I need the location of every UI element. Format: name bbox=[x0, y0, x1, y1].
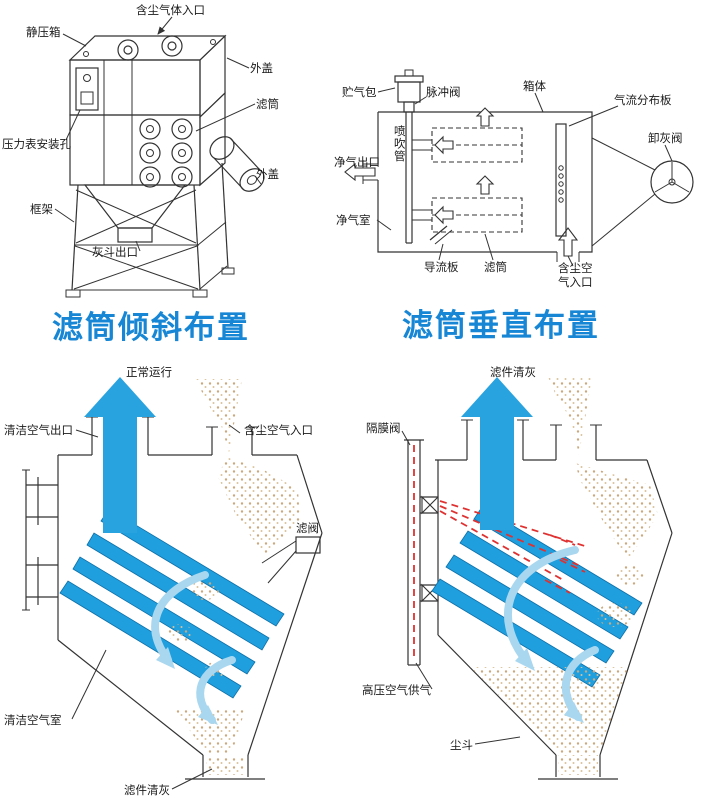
clean-air-up-arrow bbox=[461, 377, 533, 530]
label-ash-discharge-valve: 卸灰阀 bbox=[648, 131, 683, 145]
filter-bars bbox=[59, 508, 285, 699]
label-guide-plate: 导流板 bbox=[424, 260, 459, 274]
vertical-schematic-drawing bbox=[344, 69, 694, 267]
ash-discharge-valve bbox=[591, 137, 694, 247]
clean-air-ports bbox=[22, 469, 58, 611]
leader-lines bbox=[54, 16, 262, 252]
label-cleaning-title: 滤件清灰 bbox=[490, 365, 536, 379]
airflow-distribution-plate bbox=[555, 123, 567, 237]
section-title-vertical: 滤筒垂直布置 bbox=[402, 308, 600, 344]
label-air-reservoir: 贮气包 bbox=[342, 85, 377, 99]
dust-stream-inlet bbox=[548, 377, 592, 455]
vessel-outline bbox=[57, 416, 323, 780]
dust-spread bbox=[218, 457, 300, 555]
inclined-machine-drawing bbox=[54, 16, 265, 298]
label-diaphragm-valve: 隔膜阀 bbox=[366, 421, 401, 435]
section-title-inclined: 滤筒倾斜布置 bbox=[52, 310, 250, 346]
label-ash-hopper-outlet: 灰斗出口 bbox=[92, 245, 138, 259]
leader-lines bbox=[71, 424, 241, 790]
label-housing: 箱体 bbox=[523, 79, 546, 93]
dust-stream-inlet bbox=[196, 379, 242, 453]
label-airflow-distribution-plate: 气流分布板 bbox=[614, 93, 672, 107]
flow-arrows bbox=[344, 107, 579, 257]
label-clean-air-chamber-v: 净气室 bbox=[336, 213, 371, 227]
label-outer-cover-top: 外盖 bbox=[250, 61, 273, 75]
label-normal-operation-title: 正常运行 bbox=[126, 365, 172, 379]
label-dust-air-inlet-n: 含尘空气入口 bbox=[244, 423, 313, 437]
protruding-cartridge bbox=[209, 136, 265, 192]
filter-bars bbox=[431, 506, 643, 688]
filter-cartridges bbox=[431, 127, 523, 233]
label-filter-cleaning-bottom: 滤件清灰 bbox=[124, 783, 170, 797]
label-outer-cover-side: 外盖 bbox=[256, 167, 279, 181]
guide-plate bbox=[429, 225, 453, 245]
blow-pipe bbox=[405, 112, 432, 244]
label-clean-air-outlet-n: 清洁空气出口 bbox=[4, 423, 73, 437]
label-static-pressure-box: 静压箱 bbox=[26, 25, 61, 39]
label-filter-valve: 滤阀 bbox=[296, 521, 319, 535]
vessel-outline bbox=[435, 419, 673, 780]
cartridge-grid bbox=[139, 118, 193, 188]
leader-lines bbox=[376, 87, 673, 267]
label-dust-gas-inlet: 含尘气体入口 bbox=[136, 3, 205, 17]
label-pulse-valve: 脉冲阀 bbox=[426, 85, 461, 99]
label-blow-pipe: 喷吹管 bbox=[392, 125, 407, 163]
recirculation-arrows bbox=[151, 571, 236, 725]
label-frame: 框架 bbox=[30, 202, 53, 216]
label-dust-hopper: 尘斗 bbox=[450, 738, 473, 752]
label-filter-cartridge-2: 滤筒 bbox=[484, 260, 507, 274]
air-reservoir-and-pulse-valve bbox=[394, 69, 424, 113]
backflush-arrows bbox=[504, 546, 599, 723]
label-high-pressure-air-supply: 高压空气供气 bbox=[362, 683, 431, 697]
dust-pockets bbox=[470, 565, 644, 775]
clean-air-up-arrow bbox=[84, 377, 156, 533]
filter-valve-device bbox=[261, 536, 321, 584]
normal-operation-drawing bbox=[22, 377, 323, 790]
air-supply-pipe bbox=[404, 439, 439, 666]
label-clean-air-outlet-v: 净气出口 bbox=[334, 155, 380, 169]
leader-lines bbox=[401, 430, 521, 745]
cleaning-mode-drawing bbox=[401, 377, 673, 780]
hopper-and-frame bbox=[65, 162, 235, 298]
label-filter-cartridge-1: 滤筒 bbox=[256, 97, 279, 111]
label-dust-air-inlet-v: 含尘空气入口 bbox=[558, 261, 593, 289]
label-clean-air-chamber-n: 清洁空气室 bbox=[4, 713, 62, 727]
label-pressure-gauge-hole: 压力表安装孔 bbox=[2, 137, 71, 151]
dust-pockets bbox=[168, 580, 245, 775]
dust-spread bbox=[575, 463, 658, 560]
